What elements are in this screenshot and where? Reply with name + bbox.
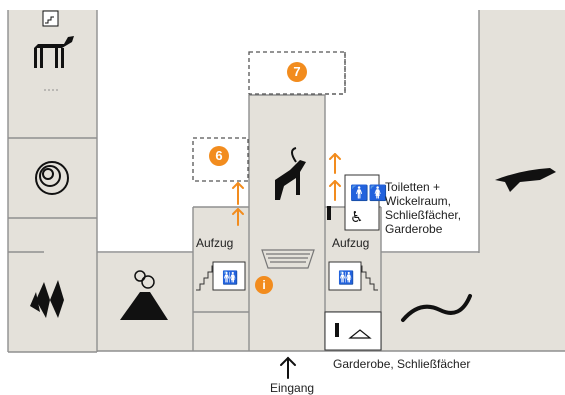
room-6-badge[interactable]: 6 xyxy=(209,146,229,166)
entrance-arrow-icon xyxy=(280,356,296,379)
shark-icon xyxy=(495,168,556,192)
cloakroom-box[interactable] xyxy=(324,311,382,351)
toilets-label-line-3: Schließfächer, xyxy=(385,208,462,222)
arrow-up-to-7-icon xyxy=(329,153,341,174)
arrow-up-to-6b-icon xyxy=(232,208,244,226)
entrance-label: Eingang xyxy=(270,381,315,395)
locker-icon xyxy=(335,323,339,337)
hanger-icon xyxy=(348,329,372,339)
toilets-label-line-2: Wickelraum, xyxy=(385,194,452,208)
toilets-label: Toiletten + Wickelraum, Schließfächer, G… xyxy=(385,180,461,236)
svg-text:🚻: 🚻 xyxy=(338,270,354,286)
svg-text:♿: ♿ xyxy=(350,208,363,226)
arrow-up-to-7b-icon xyxy=(329,180,341,201)
stairs-right-icon xyxy=(358,265,378,291)
arrow-up-to-6-icon xyxy=(232,182,244,205)
stairs-left-icon xyxy=(196,265,216,291)
toilets-label-line-1: Toiletten + xyxy=(385,180,441,194)
crystal-icon xyxy=(30,280,64,318)
volcano-icon xyxy=(120,270,168,320)
elevator-right-box[interactable] xyxy=(328,261,362,291)
zebra-icon xyxy=(34,36,74,68)
elevator-right-label: Aufzug xyxy=(332,236,370,250)
svg-text:🚹🚺: 🚹🚺 xyxy=(350,184,387,202)
toilets-label-line-4: Garderobe xyxy=(385,222,443,236)
stairs-icon xyxy=(261,249,315,269)
elevator-left-box[interactable] xyxy=(212,261,246,291)
room-7-badge[interactable]: 7 xyxy=(287,62,307,82)
stairs-top-icon xyxy=(42,10,59,27)
cloakroom-label: Garderobe, Schließfächer xyxy=(333,357,471,371)
info-icon[interactable]: i xyxy=(255,276,273,294)
ammonite-icon xyxy=(35,161,69,195)
elevator-left-label: Aufzug xyxy=(196,236,234,250)
locker-icon-2 xyxy=(327,206,331,220)
ibex-icon xyxy=(275,147,306,200)
room-right-column[interactable] xyxy=(479,10,565,253)
svg-text:🚻: 🚻 xyxy=(222,270,238,286)
room-left-stair[interactable] xyxy=(193,207,249,253)
snake-icon xyxy=(401,294,472,322)
toilets-box[interactable] xyxy=(344,174,380,231)
